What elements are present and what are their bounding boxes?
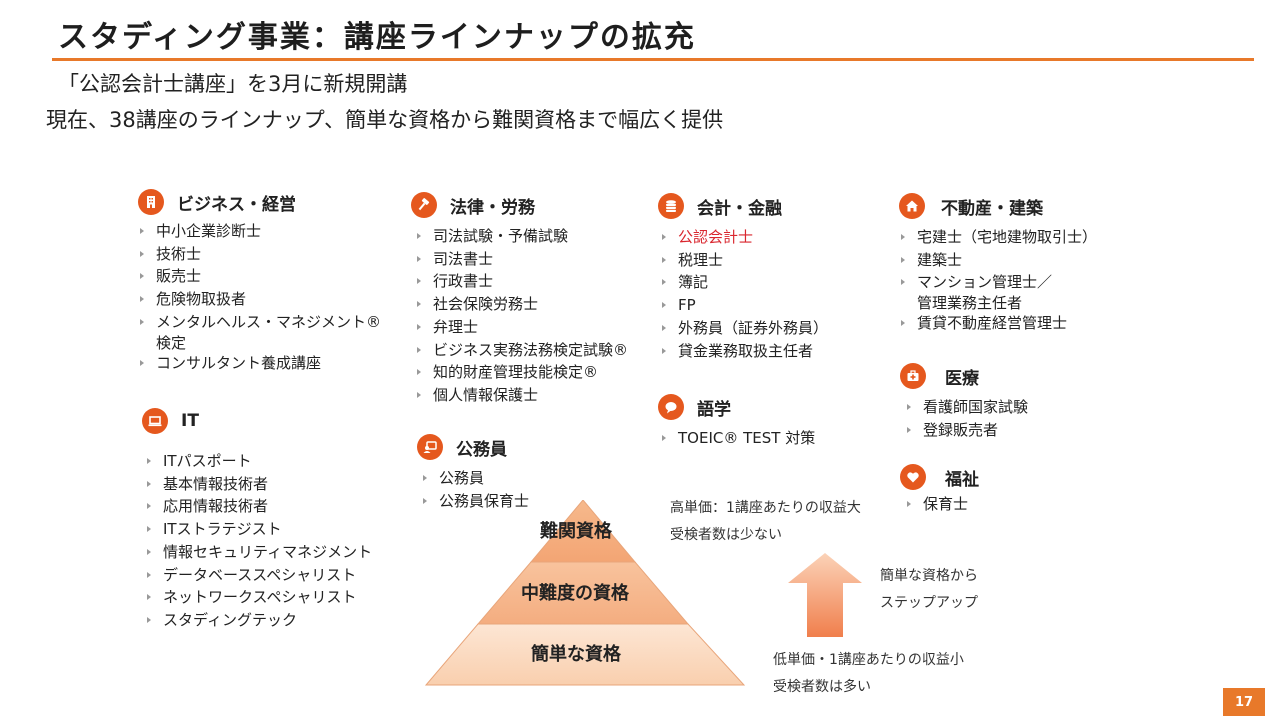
note-high-difficulty: 高単価：1講座あたりの収益大 受検者数は少ない: [670, 495, 861, 549]
course-item: 建築士: [899, 249, 1097, 272]
note-line: 低単価・1講座あたりの収益小: [773, 652, 964, 668]
course-item: 行政書士: [415, 270, 628, 293]
laptop-icon: [142, 408, 168, 434]
course-item: 登録販売者: [905, 419, 1028, 442]
title-underline: [52, 58, 1254, 61]
course-item: 基本情報技術者: [145, 473, 372, 496]
civil-servant-icon: [417, 434, 443, 460]
course-item-line: 管理業務主任者: [917, 294, 1023, 313]
course-item-line: メンタルヘルス・マネジメント®: [156, 312, 382, 331]
category-accounting: 会計・金融 公認会計士 税理士 簿記 FP 外務員（証券外務員） 貸金業務取扱主…: [658, 192, 828, 362]
course-item: 外務員（証券外務員）: [660, 317, 828, 340]
course-item: 賃貸不動産経営管理士: [899, 312, 1097, 335]
category-title: 福祉: [945, 469, 979, 490]
course-item: 宅建士（宅地建物取引士）: [899, 226, 1097, 249]
pyramid-tier-bottom: [424, 623, 746, 686]
house-icon: [899, 193, 925, 219]
course-item: 危険物取扱者: [138, 288, 381, 311]
coins-icon: [658, 193, 684, 219]
category-language: 語学 TOEIC® TEST 対策: [658, 393, 815, 450]
pyramid-label-top: 難関資格: [540, 521, 612, 542]
course-item: 看護師国家試験: [905, 396, 1028, 419]
category-title: IT: [181, 411, 199, 431]
course-item: 弁理士: [415, 316, 628, 339]
category-law: 法律・労務 司法試験・予備試験 司法書士 行政書士 社会保険労務士 弁理士 ビジ…: [411, 191, 628, 407]
note-line: 簡単な資格から: [880, 568, 978, 584]
course-item: 情報セキュリティマネジメント: [145, 541, 372, 564]
step-up-arrow-icon: [788, 553, 862, 637]
course-item: スタディングテック: [145, 609, 372, 632]
category-real-estate: 不動産・建築 宅建士（宅地建物取引士） 建築士 マンション管理士／ 管理業務主任者…: [899, 192, 1097, 335]
category-welfare: 福祉 保育士: [900, 463, 979, 516]
category-medical: 医療 看護師国家試験 登録販売者: [900, 362, 1028, 441]
course-item: 社会保険労務士: [415, 293, 628, 316]
pyramid-graphic: [424, 499, 746, 686]
course-item: 司法試験・予備試験: [415, 225, 628, 248]
course-item: 中小企業診断士: [138, 220, 381, 243]
course-item: データベーススペシャリスト: [145, 564, 372, 587]
course-item: 司法書士: [415, 248, 628, 271]
course-item: 公務員: [421, 467, 529, 490]
course-item: 個人情報保護士: [415, 384, 628, 407]
note-line: 高単価：1講座あたりの収益大: [670, 500, 861, 516]
page-number: 17: [1223, 688, 1265, 716]
course-item: 税理士: [660, 249, 828, 272]
difficulty-pyramid: 難関資格 中難度の資格 簡単な資格: [422, 499, 748, 686]
course-item: ITストラテジスト: [145, 518, 372, 541]
course-item: 貸金業務取扱主任者: [660, 340, 828, 363]
course-item: ビジネス実務法務検定試験®: [415, 339, 628, 362]
subtitle-announcement: 「公認会計士講座」を3月に新規開講: [58, 72, 408, 96]
course-item: TOEIC® TEST 対策: [660, 427, 815, 450]
course-item: 応用情報技術者: [145, 495, 372, 518]
category-civil-servant: 公務員 公務員 公務員保育士: [417, 433, 529, 512]
heart-icon: [900, 464, 926, 490]
note-line: ステップアップ: [880, 595, 978, 611]
category-title: 公務員: [456, 439, 507, 460]
course-item: 販売士: [138, 265, 381, 288]
category-it: IT ITパスポート 基本情報技術者 応用情報技術者 ITストラテジスト 情報セ…: [142, 407, 372, 632]
category-business: ビジネス・経営 中小企業診断士 技術士 販売士 危険物取扱者 メンタルヘルス・マ…: [138, 188, 381, 374]
category-title: 語学: [697, 399, 731, 420]
page-title: スタディング事業：講座ラインナップの拡充: [58, 20, 696, 55]
building-icon: [138, 189, 164, 215]
course-item: マンション管理士／ 管理業務主任者: [899, 271, 1097, 312]
pyramid-label-middle: 中難度の資格: [521, 583, 629, 604]
course-item-line: 検定: [156, 333, 187, 352]
note-step-up: 簡単な資格から ステップアップ: [880, 563, 978, 617]
category-title: 医療: [945, 368, 979, 389]
course-item: 技術士: [138, 243, 381, 266]
course-item: 公務員保育士: [421, 490, 529, 513]
note-line: 受検者数は多い: [773, 679, 871, 695]
course-item: ITパスポート: [145, 450, 372, 473]
course-item: コンサルタント養成講座: [138, 352, 381, 375]
course-item-highlighted: 公認会計士: [660, 226, 828, 249]
category-title: 会計・金融: [697, 198, 782, 219]
note-line: 受検者数は少ない: [670, 527, 782, 543]
course-item: 保育士: [905, 493, 979, 516]
course-item: メンタルヘルス・マネジメント® 検定: [138, 311, 381, 352]
pyramid-label-bottom: 簡単な資格: [531, 644, 621, 665]
note-low-difficulty: 低単価・1講座あたりの収益小 受検者数は多い: [773, 647, 964, 701]
course-item: FP: [660, 294, 828, 317]
course-item-line: マンション管理士／: [917, 273, 1053, 292]
course-item: 知的財産管理技能検定®: [415, 361, 628, 384]
category-title: ビジネス・経営: [177, 194, 296, 215]
medical-kit-icon: [900, 363, 926, 389]
course-item: ネットワークスペシャリスト: [145, 586, 372, 609]
category-title: 不動産・建築: [941, 198, 1043, 219]
speech-bubble-icon: [658, 394, 684, 420]
subtitle-lineup: 現在、38講座のラインナップ、簡単な資格から難関資格まで幅広く提供: [46, 108, 724, 132]
course-item: 簿記: [660, 271, 828, 294]
category-title: 法律・労務: [450, 197, 535, 218]
gavel-icon: [411, 192, 437, 218]
